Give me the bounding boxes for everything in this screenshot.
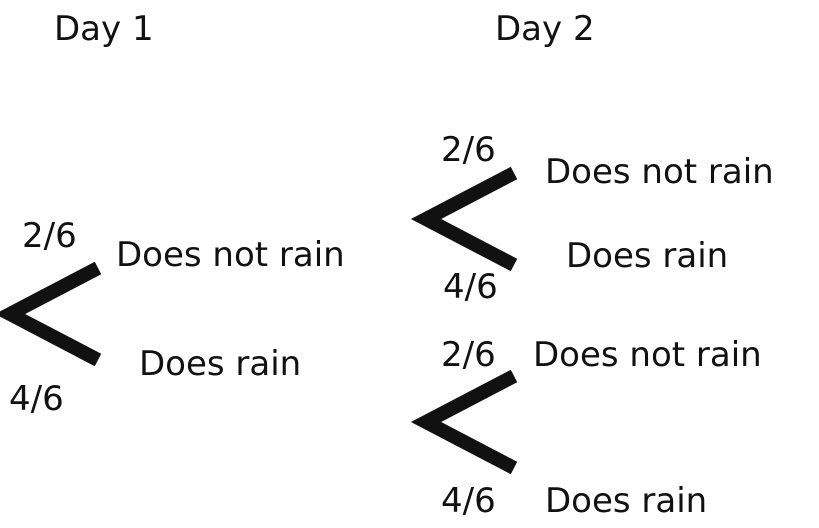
day2-lower-branch-chevron	[410, 369, 518, 475]
day2-upper-prob-no-rain: 2/6	[441, 130, 496, 170]
day2-lower-prob-rain: 4/6	[441, 481, 496, 521]
day1-prob-rain: 4/6	[9, 379, 64, 419]
day1-label-rain: Does rain	[139, 344, 302, 384]
day2-lower-label-no-rain: Does not rain	[533, 335, 762, 375]
day2-lower-label-rain: Does rain	[545, 481, 708, 521]
day2-upper-prob-rain: 4/6	[443, 267, 498, 307]
day1-label-no-rain: Does not rain	[116, 235, 345, 275]
day2-lower-prob-no-rain: 2/6	[441, 335, 496, 375]
day2-upper-branch-chevron	[410, 166, 518, 272]
day2-upper-label-rain: Does rain	[566, 236, 729, 276]
day1-header: Day 1	[54, 9, 154, 49]
day2-upper-label-no-rain: Does not rain	[545, 152, 774, 192]
day1-branch-chevron	[0, 261, 102, 367]
day2-header: Day 2	[495, 9, 595, 49]
day1-prob-no-rain: 2/6	[22, 216, 77, 256]
